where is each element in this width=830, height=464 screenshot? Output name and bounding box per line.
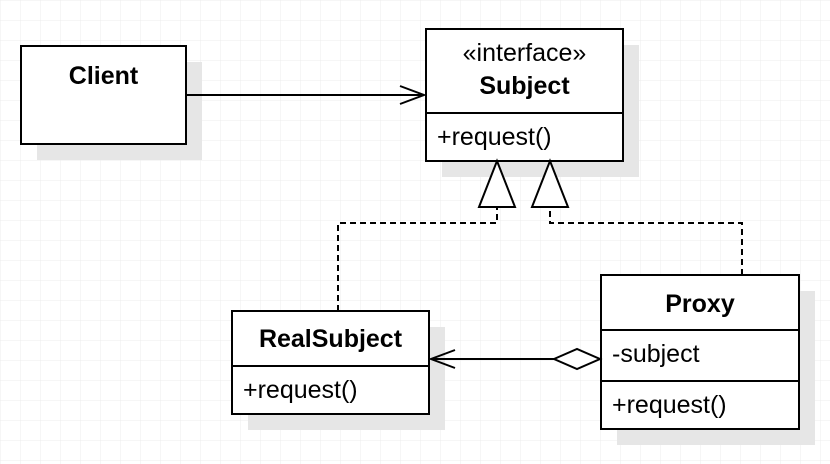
class-proxy[interactable]: Proxy -subject +request() [600,274,800,430]
class-proxy-method: +request() [612,391,727,419]
realization-proxy-subject [530,158,743,275]
class-subject-stereotype: «interface» [463,39,587,67]
class-subject[interactable]: «interface» Subject +request() [425,28,624,162]
association-client-subject [186,85,427,105]
aggregation-proxy-real-subject [428,347,603,371]
realization-proxy-line [549,207,743,275]
class-subject-name: Subject [479,72,570,100]
class-proxy-name: Proxy [665,290,735,318]
hollow-diamond-icon [551,347,603,371]
realization-real-subject-line [337,207,498,311]
class-proxy-attribute: -subject [612,340,700,368]
class-client[interactable]: Client [20,45,187,145]
class-client-box [20,45,187,145]
class-proxy-box [600,274,800,430]
hollow-triangle-icon [477,158,517,208]
open-arrowhead-icon [428,349,456,369]
open-arrowhead-icon [399,85,427,105]
realization-real-subject-subject [337,158,517,311]
class-real-subject-box [231,310,430,415]
class-subject-method: +request() [437,123,552,151]
class-real-subject-name: RealSubject [259,325,403,353]
hollow-triangle-icon [530,158,570,208]
class-client-name: Client [69,62,139,90]
class-real-subject[interactable]: RealSubject +request() [231,310,430,415]
class-real-subject-method: +request() [243,376,358,404]
